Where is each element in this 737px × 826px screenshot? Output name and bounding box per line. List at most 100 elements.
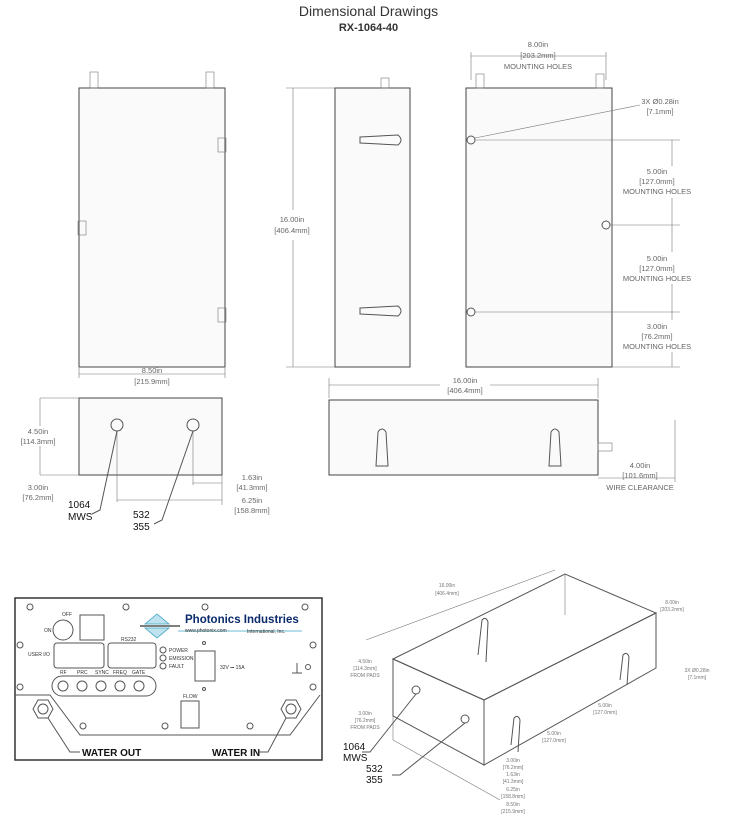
port-sync[interactable]	[95, 680, 107, 692]
dim-text: [76.2mm]	[22, 493, 53, 502]
port-rf[interactable]	[57, 680, 69, 692]
label-water-out: WATER OUT	[82, 748, 141, 759]
port-prc[interactable]	[76, 680, 88, 692]
dim-text: 5.00in	[647, 167, 667, 176]
latch-icon	[217, 307, 227, 323]
dim-text: [406.4mm]	[435, 591, 459, 597]
brand-intl: International, Inc.	[247, 629, 285, 635]
enclosure-front	[78, 87, 226, 368]
interlock-button[interactable]	[79, 614, 105, 641]
dim-text: 4.50in	[358, 659, 372, 665]
water-in-fitting[interactable]	[280, 699, 302, 719]
dim-height-in: 16.00in	[280, 215, 305, 224]
dim-text: [7.1mm]	[646, 107, 673, 116]
dim-text: 4.00in	[630, 461, 650, 470]
latch-icon	[359, 305, 402, 317]
front-view: 8.50in [215.9mm] 16.00in [406.4mm]	[77, 71, 335, 386]
latch-icon	[375, 428, 389, 467]
dim-text: 5.00in	[598, 703, 612, 709]
label-prc: PRC	[77, 670, 88, 676]
dim-text: [203.2mm]	[520, 51, 555, 60]
dim-text: [41.3mm]	[503, 779, 524, 785]
label-355: 355	[133, 522, 150, 533]
isometric-view: 16.00in [406.4mm] 8.00in [203.2mm] 4.50i…	[343, 569, 710, 815]
dim-text: MOUNTING HOLES	[623, 187, 691, 196]
dim-text: 1.63in	[506, 772, 520, 778]
dim-text: 3X Ø0.28in	[641, 97, 679, 106]
dim-text: 8.00in	[665, 600, 679, 606]
dim-text: [127.0mm]	[542, 738, 566, 744]
dim-text: 16.00in	[439, 583, 456, 589]
latch-icon	[477, 617, 489, 663]
label-fault: FAULT	[169, 664, 184, 670]
dim-width-mm: [215.9mm]	[134, 377, 169, 386]
dim-height-mm: [406.4mm]	[274, 226, 309, 235]
enclosure-top	[78, 397, 223, 476]
latch-icon	[77, 220, 87, 236]
latch-icon	[510, 715, 521, 753]
label-water-in: WATER IN	[212, 748, 260, 759]
connector-icon	[597, 442, 613, 452]
dim-text: [215.9mm]	[501, 809, 525, 815]
dim-text: [76.2mm]	[503, 765, 524, 771]
enclosure-rear	[465, 87, 613, 368]
dim-text: 8.00in	[528, 40, 548, 49]
latch-icon	[619, 652, 630, 686]
brand-url: www.photonix.com	[185, 628, 227, 634]
dim-text: [114.3mm]	[21, 437, 56, 446]
flow-indicator	[180, 700, 200, 729]
dim-text: [158.8mm]	[501, 794, 525, 800]
dim-text: 5.00in	[547, 731, 561, 737]
label-rs232: RS232	[121, 637, 137, 643]
dim-text: 8.50in	[506, 802, 520, 808]
dim-text: 16.00in	[453, 376, 478, 385]
user-io-connector[interactable]	[53, 642, 105, 669]
port-freq[interactable]	[114, 680, 126, 692]
rs232-connector[interactable]	[107, 642, 157, 669]
dim-text: 4.50in	[28, 427, 48, 436]
dim-text: [114.3mm]	[353, 666, 377, 672]
dim-text: MOUNTING HOLES	[504, 62, 572, 71]
dim-text: FROM PADS	[350, 673, 380, 679]
dim-text: [127.0mm]	[639, 177, 674, 186]
dim-text: [406.4mm]	[447, 386, 482, 395]
dim-text: 3.00in	[647, 322, 667, 331]
dim-text: [101.6mm]	[622, 471, 657, 480]
label-power: POWER	[169, 648, 188, 654]
label-freq: FREQ	[113, 670, 127, 676]
label-supply: 32V ⎓ 15A	[220, 665, 245, 671]
dim-text: [127.0mm]	[593, 710, 617, 716]
dim-text: MOUNTING HOLES	[623, 342, 691, 351]
label-on: ON	[44, 628, 52, 634]
power-led	[159, 646, 167, 654]
label-532: 532	[366, 764, 383, 775]
page-title: Dimensional Drawings	[298, 3, 439, 19]
dim-text: 1.63in	[242, 473, 262, 482]
front-panel: OFF ON USER I/O RS232 POWER EMISSION FAU…	[14, 597, 323, 761]
power-connector[interactable]	[194, 650, 216, 682]
dim-text: [76.2mm]	[355, 718, 376, 724]
dim-text: [76.2mm]	[641, 332, 672, 341]
port-gate[interactable]	[133, 680, 145, 692]
label-1064: 1064	[68, 500, 91, 511]
dim-text: [127.0mm]	[639, 264, 674, 273]
long-side-view: 16.00in [406.4mm] 4.00in [101.6mm] WIRE …	[328, 374, 676, 492]
dim-text: 3.00in	[506, 758, 520, 764]
label-532: 532	[133, 510, 150, 521]
latch-icon	[217, 137, 227, 153]
dim-text: MOUNTING HOLES	[623, 274, 691, 283]
enclosure-long-side	[328, 399, 599, 476]
brand-name: Photonics Industries	[185, 614, 299, 626]
output-port-1064	[411, 685, 421, 695]
label-off: OFF	[62, 612, 72, 618]
label-mws: MWS	[343, 753, 368, 764]
top-view: 4.50in [114.3mm] 3.00in [76.2mm] 1.63in …	[15, 397, 270, 533]
dim-text: 5.00in	[647, 254, 667, 263]
connector-icon	[89, 71, 99, 89]
label-mws: MWS	[68, 512, 93, 523]
connector-icon	[205, 71, 215, 89]
label-flow: FLOW	[183, 694, 198, 700]
dim-text: 6.25in	[506, 787, 520, 793]
bnc-ports: RF PRC SYNC FREQ GATE	[51, 670, 157, 697]
power-key-switch[interactable]	[52, 619, 74, 641]
